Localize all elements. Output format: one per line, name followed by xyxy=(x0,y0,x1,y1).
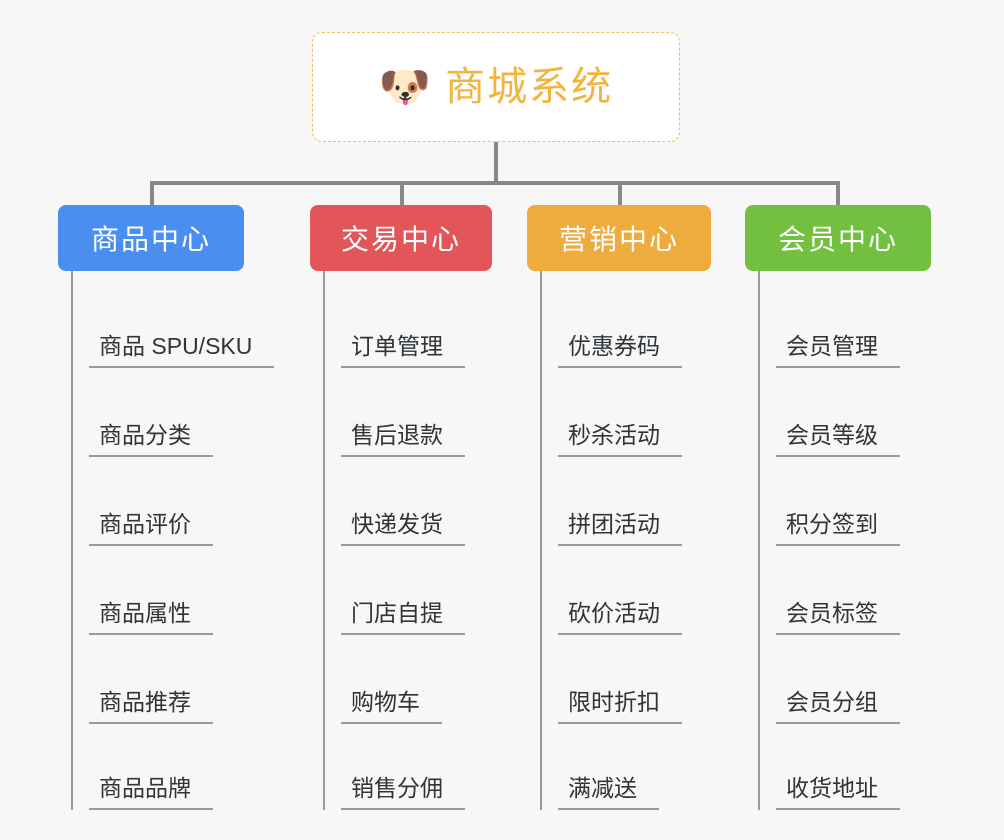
leaf-item[interactable]: 限时折扣 xyxy=(558,635,711,724)
category-header-1[interactable]: 商品中心 xyxy=(58,205,244,271)
category-label-1: 商品中心 xyxy=(90,224,211,255)
leaf-label: 会员分组 xyxy=(776,688,900,724)
leaf-label: 砍价活动 xyxy=(558,599,682,635)
leaf-label: 门店自提 xyxy=(341,599,465,635)
connector-drop-3 xyxy=(618,181,622,205)
branch-column-4: 会员中心 会员管理 会员等级 积分签到 会员标签 会员分组 收货地址 xyxy=(745,205,931,810)
leaf-list-2: 订单管理 售后退款 快递发货 门店自提 购物车 销售分佣 xyxy=(323,271,492,810)
leaf-item[interactable]: 优惠券码 xyxy=(558,279,711,368)
leaf-item[interactable]: 商品推荐 xyxy=(89,635,244,724)
leaf-item[interactable]: 会员管理 xyxy=(776,279,931,368)
leaf-item[interactable]: 会员标签 xyxy=(776,546,931,635)
category-header-2[interactable]: 交易中心 xyxy=(310,205,492,271)
leaf-item[interactable]: 积分签到 xyxy=(776,457,931,546)
leaf-label: 购物车 xyxy=(341,688,442,724)
leaf-label: 商品推荐 xyxy=(89,688,213,724)
leaf-label: 商品分类 xyxy=(89,421,213,457)
leaf-item[interactable]: 商品品牌 xyxy=(89,724,244,810)
shiba-dog-icon: 🐶 xyxy=(378,63,432,110)
leaf-label: 快递发货 xyxy=(341,510,465,546)
leaf-label: 积分签到 xyxy=(776,510,900,546)
leaf-item[interactable]: 购物车 xyxy=(341,635,492,724)
leaf-label: 收货地址 xyxy=(776,774,900,810)
connector-root-vertical xyxy=(494,142,498,183)
leaf-label: 秒杀活动 xyxy=(558,421,682,457)
leaf-item[interactable]: 商品分类 xyxy=(89,368,244,457)
leaf-label: 限时折扣 xyxy=(558,688,682,724)
leaf-label: 会员等级 xyxy=(776,421,900,457)
leaf-item[interactable]: 订单管理 xyxy=(341,279,492,368)
branch-column-3: 营销中心 优惠券码 秒杀活动 拼团活动 砍价活动 限时折扣 满减送 xyxy=(527,205,711,810)
leaf-item[interactable]: 砍价活动 xyxy=(558,546,711,635)
category-label-4: 会员中心 xyxy=(777,224,898,255)
leaf-label: 销售分佣 xyxy=(341,774,465,810)
leaf-item[interactable]: 商品属性 xyxy=(89,546,244,635)
connector-horizontal-bus xyxy=(150,181,840,185)
leaf-item[interactable]: 售后退款 xyxy=(341,368,492,457)
connector-drop-4 xyxy=(836,181,840,205)
leaf-label: 会员管理 xyxy=(776,332,900,368)
category-header-4[interactable]: 会员中心 xyxy=(745,205,931,271)
leaf-label: 会员标签 xyxy=(776,599,900,635)
leaf-label: 满减送 xyxy=(558,774,659,810)
leaf-label: 商品品牌 xyxy=(89,774,213,810)
leaf-label: 拼团活动 xyxy=(558,510,682,546)
category-label-2: 交易中心 xyxy=(340,224,461,255)
leaf-item[interactable]: 会员分组 xyxy=(776,635,931,724)
category-header-3[interactable]: 营销中心 xyxy=(527,205,711,271)
leaf-label: 商品评价 xyxy=(89,510,213,546)
branch-column-2: 交易中心 订单管理 售后退款 快递发货 门店自提 购物车 销售分佣 xyxy=(310,205,492,810)
leaf-list-1: 商品 SPU/SKU 商品分类 商品评价 商品属性 商品推荐 商品品牌 xyxy=(71,271,275,810)
leaf-item[interactable]: 会员等级 xyxy=(776,368,931,457)
root-title: 商城系统 xyxy=(445,65,614,109)
leaf-item[interactable]: 销售分佣 xyxy=(341,724,492,810)
connector-drop-2 xyxy=(400,181,404,205)
leaf-label: 订单管理 xyxy=(341,332,465,368)
category-label-3: 营销中心 xyxy=(558,224,679,255)
leaf-label: 优惠券码 xyxy=(558,332,682,368)
branch-column-1: 商品中心 商品 SPU/SKU 商品分类 商品评价 商品属性 商品推荐 商品品牌 xyxy=(58,205,275,810)
leaf-item[interactable]: 商品评价 xyxy=(89,457,244,546)
leaf-item[interactable]: 收货地址 xyxy=(776,724,931,810)
leaf-label: 售后退款 xyxy=(341,421,465,457)
leaf-item[interactable]: 满减送 xyxy=(558,724,711,810)
leaf-item[interactable]: 秒杀活动 xyxy=(558,368,711,457)
connector-drop-1 xyxy=(150,181,154,205)
leaf-list-3: 优惠券码 秒杀活动 拼团活动 砍价活动 限时折扣 满减送 xyxy=(540,271,711,810)
leaf-item[interactable]: 拼团活动 xyxy=(558,457,711,546)
leaf-label: 商品属性 xyxy=(89,599,213,635)
leaf-item[interactable]: 快递发货 xyxy=(341,457,492,546)
leaf-label: 商品 SPU/SKU xyxy=(89,332,275,368)
root-node[interactable]: 🐶 商城系统 xyxy=(312,32,680,142)
leaf-item[interactable]: 门店自提 xyxy=(341,546,492,635)
leaf-item[interactable]: 商品 SPU/SKU xyxy=(89,279,275,368)
leaf-list-4: 会员管理 会员等级 积分签到 会员标签 会员分组 收货地址 xyxy=(758,271,931,810)
